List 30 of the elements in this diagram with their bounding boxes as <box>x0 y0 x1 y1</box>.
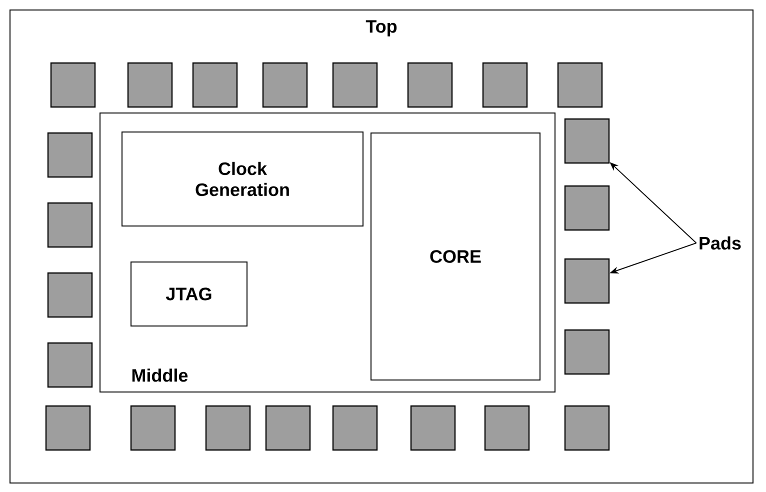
pad-square <box>45 405 91 451</box>
pad-square <box>410 405 456 451</box>
pad-square <box>47 342 93 388</box>
block-box: JTAG <box>130 262 248 326</box>
region-label: Middle <box>132 368 188 382</box>
pad-square <box>50 62 96 108</box>
pad-square <box>130 405 176 451</box>
block-box: Clock Generation <box>122 132 364 226</box>
pad-square <box>262 62 308 108</box>
region-label: Top <box>366 20 397 36</box>
pad-square <box>332 405 378 451</box>
pad-square <box>47 202 93 248</box>
pad-square <box>482 62 528 108</box>
pad-square <box>564 118 610 164</box>
pad-square <box>564 185 610 231</box>
pads-label: Pads <box>700 236 741 250</box>
pad-square <box>192 62 238 108</box>
block-box: CORE <box>370 132 540 380</box>
pad-square <box>484 405 530 451</box>
pad-square <box>47 132 93 178</box>
pad-square <box>127 62 173 108</box>
pad-square <box>557 62 603 108</box>
pad-square <box>564 258 610 304</box>
pad-square <box>205 405 251 451</box>
pad-square <box>564 405 610 451</box>
pad-square <box>47 272 93 318</box>
pad-square <box>407 62 453 108</box>
pad-square <box>564 329 610 375</box>
pad-square <box>265 405 311 451</box>
pad-square <box>332 62 378 108</box>
